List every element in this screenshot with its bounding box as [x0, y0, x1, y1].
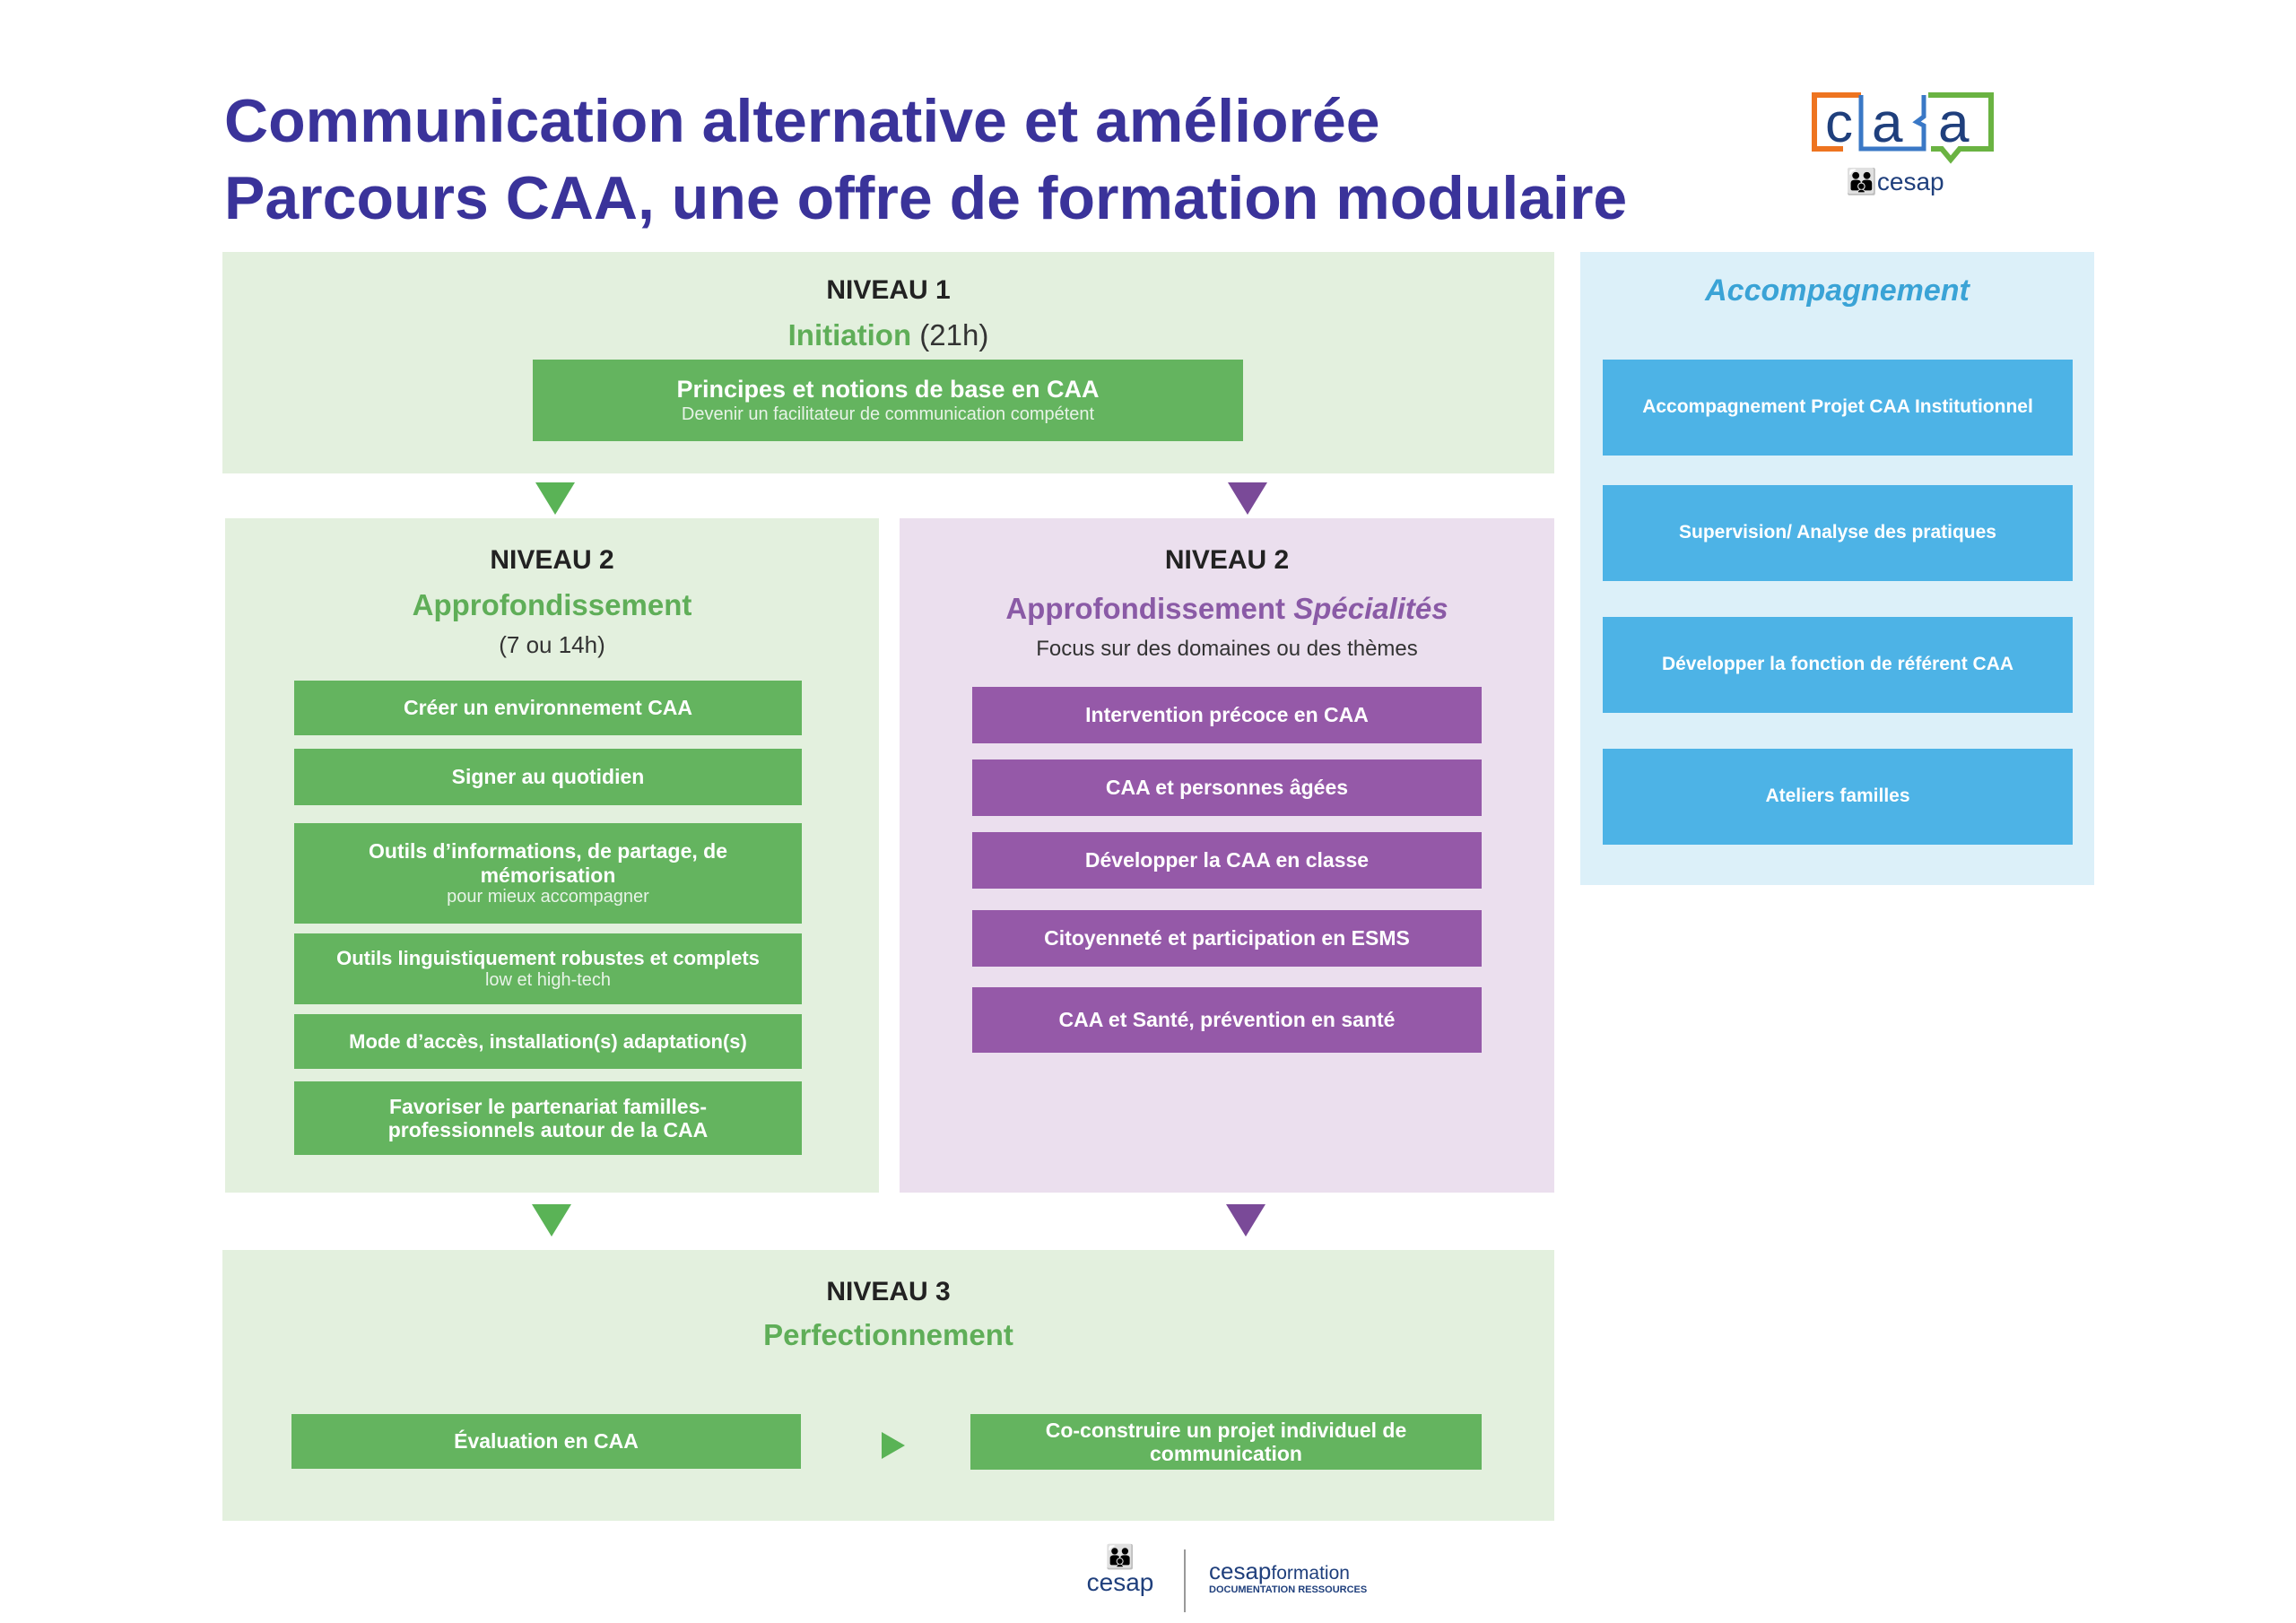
module-item[interactable]: Citoyenneté et participation en ESMS [972, 910, 1482, 967]
people-icon: 👪 [1105, 1543, 1135, 1570]
module-title: CAA et Santé, prévention en santé [1058, 1008, 1396, 1032]
arrow-right-icon [882, 1432, 905, 1459]
module-item[interactable]: Mode d’accès, installation(s) adaptation… [294, 1014, 802, 1069]
niveau2-name: Approfondissement [412, 588, 692, 621]
cesap-logo-text: cesap [1876, 168, 1944, 195]
module-principes[interactable]: Principes et notions de base en CAA Deve… [533, 360, 1243, 441]
niveau1-name: Initiation [787, 318, 912, 352]
people-icon: 👪 [1846, 168, 1877, 195]
niveau2-note: Focus sur des domaines ou des thèmes [1036, 637, 1418, 661]
formation-word: formation [1271, 1563, 1350, 1584]
module-subtitle: low et high-tech [484, 969, 612, 990]
page-title-line1: Communication alternative et améliorée [224, 87, 1380, 155]
niveau2-approfondissement-panel: NIVEAU 2 Approfondissement (7 ou 14h) Cr… [225, 518, 879, 1193]
niveau2-duration: (7 ou 14h) [499, 631, 605, 658]
arrow-down-icon [1228, 482, 1267, 515]
module-item[interactable]: Favoriser le partenariat familles-profes… [294, 1081, 802, 1155]
svg-text:a: a [1872, 92, 1903, 154]
accompagnement-title: Accompagnement [1705, 273, 1970, 308]
item-label: Supervision/ Analyse des pratiques [1678, 522, 1996, 543]
niveau1-duration: (21h) [919, 318, 989, 352]
module-title: Créer un environnement CAA [403, 696, 693, 720]
module-item[interactable]: Créer un environnement CAA [294, 681, 802, 735]
footer-cesap-logo: 👪 cesap [1080, 1544, 1161, 1595]
module-item[interactable]: Évaluation en CAA [291, 1414, 801, 1469]
module-item[interactable]: Intervention précoce en CAA [972, 687, 1482, 743]
page-title-line2: Parcours CAA, une offre de formation mod… [224, 164, 1628, 232]
accompagnement-item[interactable]: Ateliers familles [1603, 749, 2073, 845]
accompagnement-item[interactable]: Supervision/ Analyse des pratiques [1603, 485, 2073, 581]
item-label: Développer la fonction de référent CAA [1661, 654, 2014, 675]
module-item[interactable]: CAA et Santé, prévention en santé [972, 987, 1482, 1053]
module-title: Outils linguistiquement robustes et comp… [336, 947, 760, 970]
footer-divider [1184, 1549, 1186, 1612]
accompagnement-item[interactable]: Accompagnement Projet CAA Institutionnel [1603, 360, 2073, 456]
module-subtitle: pour mieux accompagner [447, 886, 649, 907]
item-label: Accompagnement Projet CAA Institutionnel [1642, 396, 2033, 418]
niveau2-label: NIVEAU 2 [1164, 545, 1290, 575]
niveau2-name: Approfondissement [1005, 592, 1286, 625]
formation-sub: DOCUMENTATION RESSOURCES [1209, 1584, 1368, 1595]
module-item[interactable]: Développer la CAA en classe [972, 832, 1482, 889]
arrow-down-icon [532, 1204, 571, 1237]
niveau1-panel: NIVEAU 1 Initiation (21h) Principes et n… [222, 252, 1554, 473]
accompagnement-item[interactable]: Développer la fonction de référent CAA [1603, 617, 2073, 713]
niveau2-specialites-panel: NIVEAU 2 Approfondissement Spécialités F… [900, 518, 1554, 1193]
niveau2-label: NIVEAU 2 [490, 545, 614, 575]
module-title: Citoyenneté et participation en ESMS [1044, 926, 1410, 950]
formation-brand: cesap [1209, 1558, 1272, 1584]
niveau3-panel: NIVEAU 3 Perfectionnement Évaluation en … [222, 1250, 1554, 1521]
module-item[interactable]: Outils linguistiquement robustes et comp… [294, 933, 802, 1004]
arrow-down-icon [535, 482, 575, 515]
module-title: Développer la CAA en classe [1084, 848, 1370, 872]
module-subtitle: Devenir un facilitateur de communication… [681, 404, 1095, 424]
footer-brand: cesap [1086, 1567, 1154, 1596]
arrow-down-icon [1226, 1204, 1265, 1237]
niveau3-name: Perfectionnement [763, 1318, 1013, 1351]
svg-text:c: c [1825, 92, 1853, 154]
item-label: Ateliers familles [1765, 785, 1910, 807]
module-item[interactable]: Outils d’informations, de partage, de mé… [294, 823, 802, 924]
module-title: CAA et personnes âgées [1105, 776, 1349, 800]
niveau2-name-emphasis: Spécialités [1293, 592, 1448, 625]
niveau1-label: NIVEAU 1 [826, 275, 951, 305]
module-item[interactable]: Signer au quotidien [294, 749, 802, 805]
module-title: Principes et notions de base en CAA [676, 376, 1100, 404]
accompagnement-panel: Accompagnement Accompagnement Projet CAA… [1580, 252, 2094, 885]
svg-text:a: a [1938, 92, 1970, 154]
cesap-logo: 👪cesap [1846, 167, 1944, 196]
niveau3-label: NIVEAU 3 [826, 1277, 951, 1306]
caa-logo: c a a [1807, 90, 1996, 188]
module-title: Favoriser le partenariat familles-profes… [387, 1094, 709, 1141]
module-title: Outils d’informations, de partage, de mé… [369, 839, 727, 887]
module-title: Signer au quotidien [451, 765, 645, 789]
module-title: Intervention précoce en CAA [1085, 703, 1369, 727]
module-title: Mode d’accès, installation(s) adaptation… [349, 1029, 747, 1053]
module-item[interactable]: Co-construire un projet individuel de co… [970, 1414, 1482, 1470]
module-item[interactable]: CAA et personnes âgées [972, 759, 1482, 816]
module-title: Évaluation en CAA [454, 1429, 639, 1454]
module-title: Co-construire un projet individuel de co… [1045, 1418, 1407, 1465]
footer-formation-logo: cesapformation DOCUMENTATION RESSOURCES [1209, 1558, 1367, 1595]
